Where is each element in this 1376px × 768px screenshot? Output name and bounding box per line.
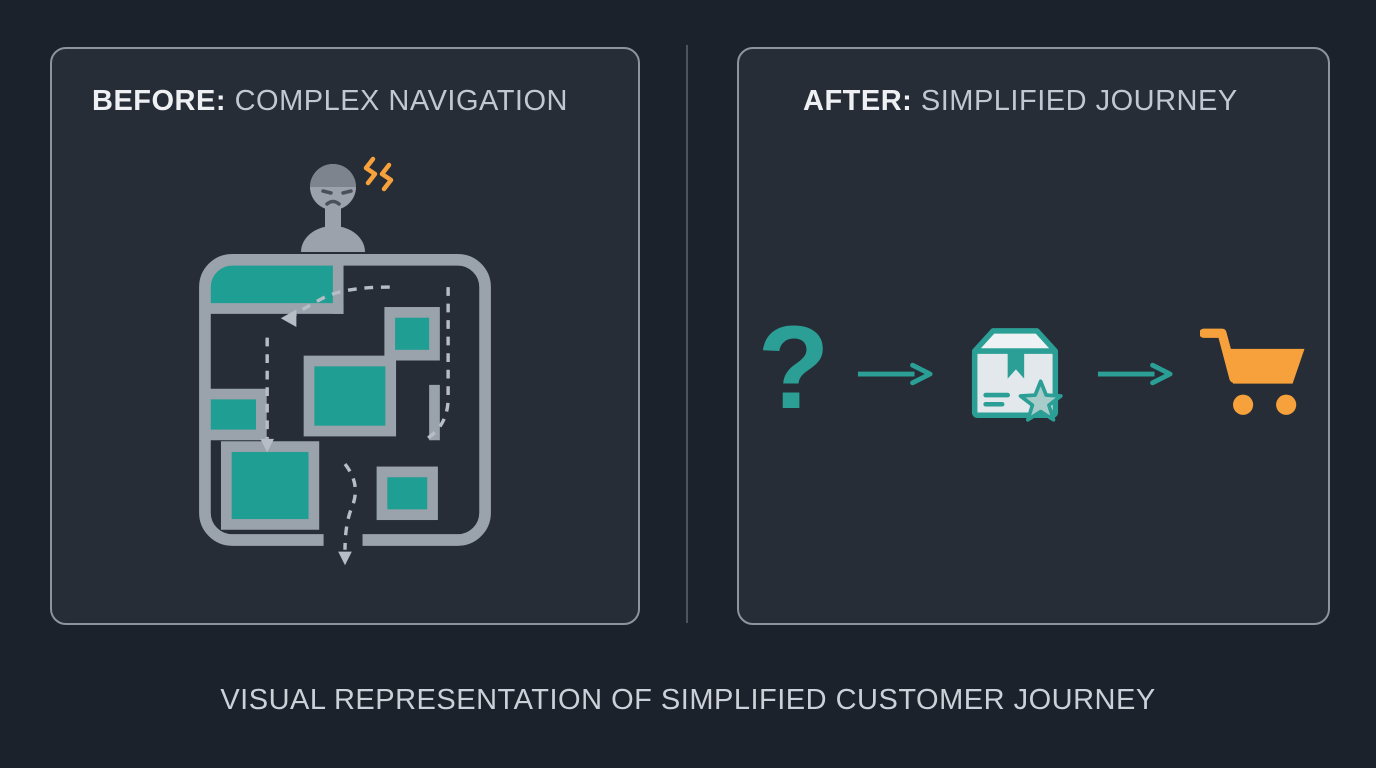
after-label: AFTER: [803, 85, 913, 117]
maze-walls [203, 258, 440, 530]
shopping-cart-icon [1199, 328, 1305, 415]
maze-icon [199, 254, 491, 575]
maze-path [265, 285, 450, 550]
package-ribbon [1007, 351, 1024, 379]
after-panel: AFTER: SIMPLIFIED JOURNEY ? [737, 47, 1330, 625]
maze-border [199, 254, 491, 546]
arrow-right-icon [857, 362, 933, 386]
journey-flow: ? [739, 309, 1328, 433]
star-badge [1018, 379, 1063, 422]
stress-squiggle-icon [363, 156, 394, 192]
before-title-text: COMPLEX NAVIGATION [234, 85, 568, 117]
confused-user-icon [280, 149, 410, 254]
before-panel-title: BEFORE: COMPLEX NAVIGATION [92, 85, 568, 118]
before-label: BEFORE: [92, 85, 226, 117]
panel-divider [686, 45, 688, 623]
maze-teal-cells [208, 263, 435, 525]
caption: VISUAL REPRESENTATION OF SIMPLIFIED CUST… [220, 684, 1156, 716]
question-mark-icon: ? [757, 302, 830, 434]
before-panel: BEFORE: COMPLEX NAVIGATION [50, 47, 640, 625]
maze-path-arrows [260, 309, 352, 566]
arrow-right-icon [1097, 362, 1173, 386]
after-panel-title: AFTER: SIMPLIFIED JOURNEY [803, 85, 1238, 118]
after-title-text: SIMPLIFIED JOURNEY [920, 85, 1238, 117]
package-star-icon [971, 328, 1063, 422]
